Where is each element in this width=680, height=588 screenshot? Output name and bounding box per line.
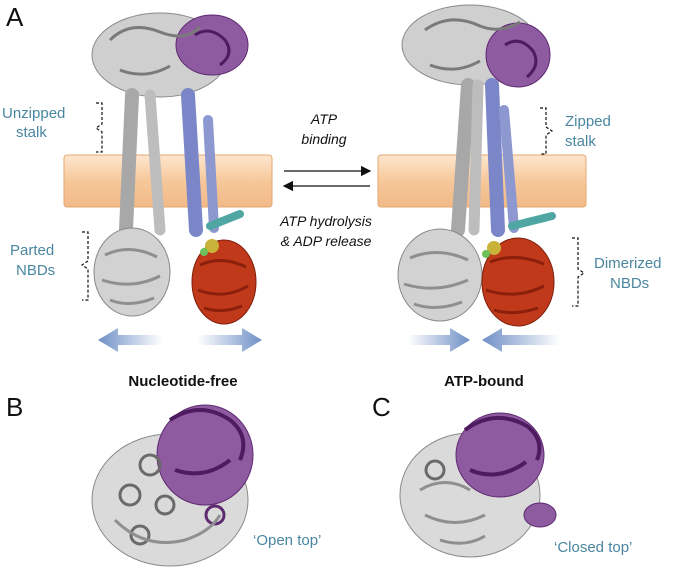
panel-letter-c: C [372, 392, 391, 422]
atp-binding-line2: binding [301, 131, 346, 147]
open-top-structure [91, 404, 254, 567]
dimerized-arrow-right [482, 328, 560, 352]
atp-hydrolysis-line2: & ADP release [281, 233, 372, 249]
parted-nbds-label: Parted NBDs [10, 231, 89, 301]
panel-letter-a: A [6, 2, 24, 32]
dimerized-arrow-left [408, 328, 470, 352]
parted-arrow-left [98, 328, 162, 352]
atp-hydrolysis-line1: ATP hydrolysis [279, 213, 372, 229]
stalk-helix-blue-left [181, 88, 203, 237]
parted-nbds-line1: Parted [10, 242, 54, 259]
dimerized-nbds-line1: Dimerized [594, 255, 662, 272]
nucleotide-free-structure [63, 12, 273, 352]
nbd-grey-left [93, 227, 171, 317]
parted-arrow-right [198, 328, 262, 352]
dimerized-nbds-label: Dimerized NBDs [572, 237, 662, 307]
unzipped-stalk-label: Unzipped stalk [2, 102, 103, 153]
parted-nbds-line2: NBDs [16, 262, 55, 279]
closed-top-structure [399, 412, 557, 558]
bracket-zipped-stalk [540, 107, 554, 155]
atp-binding-line1: ATP [310, 111, 338, 127]
stalk-helix-grey-right [451, 78, 475, 237]
zipped-stalk-line2: stalk [565, 133, 596, 150]
bracket-dimerized-nbds [572, 237, 586, 307]
membrane-left [63, 154, 273, 208]
stalk-helix-blue-right [485, 78, 505, 237]
bracket-unzipped-stalk [94, 102, 103, 153]
dimerized-nbds-line2: NBDs [610, 275, 649, 292]
unzipped-stalk-line1: Unzipped [2, 105, 65, 122]
zipped-stalk-line1: Zipped [565, 113, 611, 130]
atp-bound-structure [377, 4, 587, 352]
periplasmic-domain-purple-right [485, 22, 551, 88]
atp-bound-label: ATP-bound [444, 373, 524, 390]
stalk-helix-grey-left [119, 88, 139, 237]
transition-arrows: ATP binding ATP hydrolysis & ADP release [279, 111, 372, 249]
periplasmic-domain-purple-left [175, 14, 249, 76]
bracket-parted-nbds [80, 231, 89, 301]
nucleotide-free-label: Nucleotide-free [128, 373, 237, 390]
closed-top-label: ‘Closed top’ [554, 539, 632, 556]
membrane-right [377, 154, 587, 208]
zipped-stalk-label: Zipped stalk [540, 107, 611, 155]
panel-letter-b: B [6, 392, 23, 422]
unzipped-stalk-line2: stalk [16, 124, 47, 141]
open-top-label: ‘Open top’ [253, 532, 321, 549]
